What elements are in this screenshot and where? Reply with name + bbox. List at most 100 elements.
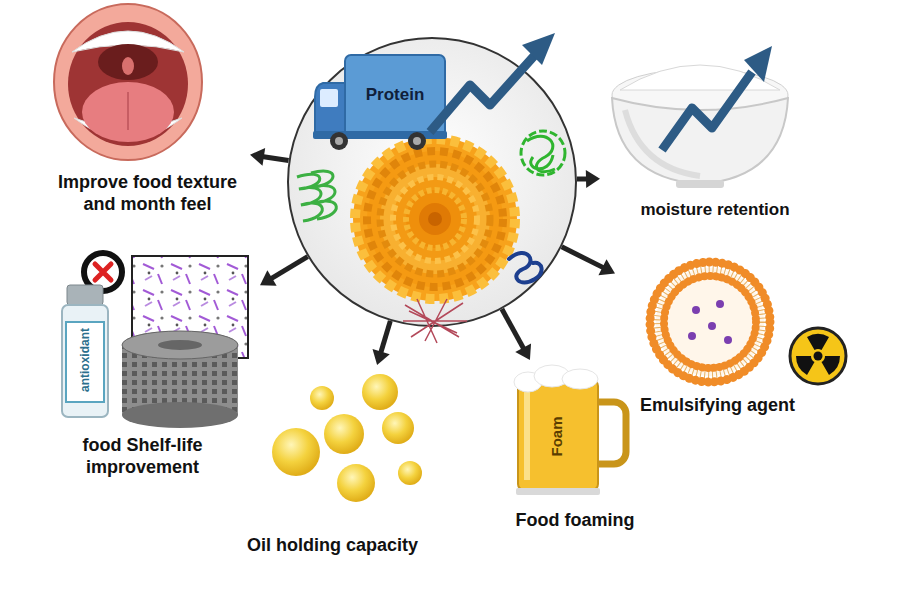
shelf-life-illustration <box>62 253 248 428</box>
liposome-illustration-part <box>657 269 763 375</box>
fibers <box>403 299 467 343</box>
function-node: Improve food texture and month feel <box>45 0 250 245</box>
liposome-illustration-part <box>688 332 696 340</box>
connector-arrow <box>502 309 531 360</box>
protein-globule-part <box>527 136 555 171</box>
radiation-symbol-part <box>796 356 815 375</box>
protein-truck-part <box>345 55 445 137</box>
mouth-illustration-part <box>127 92 129 130</box>
oil-droplets-illustration-part <box>272 428 320 476</box>
protein-truck-part <box>335 137 343 145</box>
liposome-illustration-part <box>716 300 724 308</box>
fibers-part <box>403 299 467 343</box>
beer-mug-illustration <box>514 365 626 495</box>
mouth-illustration-part <box>68 22 188 146</box>
flower-part <box>367 151 503 287</box>
flower-part <box>428 212 442 226</box>
rice-bowl-illustration-part <box>744 46 772 82</box>
oil-droplets-illustration-part <box>382 412 414 444</box>
protein-truck-part <box>320 89 338 107</box>
radiation-symbol-part <box>822 356 841 375</box>
shelf-life-illustration-part <box>67 285 103 305</box>
function-label: Improve food texture and month feel <box>55 172 240 215</box>
mouth-illustration-part <box>98 44 158 80</box>
hub-circle <box>288 38 576 326</box>
rice-bowl-illustration-part <box>662 72 752 150</box>
hub-circle-node: Protein <box>287 37 577 327</box>
liposome-illustration-part <box>664 276 756 368</box>
function-node: Emulsifying agent <box>615 255 855 425</box>
function-label: Food foaming <box>495 510 655 532</box>
radiation-symbol-part <box>814 352 823 361</box>
liposome-illustration-part <box>724 336 732 344</box>
protein-helix <box>297 171 336 221</box>
connector-arrow-part <box>598 259 615 275</box>
trend-arrow-part <box>430 56 534 132</box>
radiation-symbol-part <box>807 334 829 350</box>
protein-truck-part <box>408 132 426 150</box>
beer-mug-illustration-part <box>562 369 598 389</box>
protein-truck-part <box>315 83 345 137</box>
oil-droplets-illustration <box>272 374 422 502</box>
vial-label: antioxidant <box>78 328 92 392</box>
hub-circle-part <box>288 38 576 326</box>
beer-mug-illustration-part <box>524 392 530 480</box>
mouth-illustration-part <box>54 4 202 160</box>
mouth-illustration <box>54 4 202 160</box>
connector-arrow <box>373 321 391 365</box>
function-label: food Shelf-life improvement <box>55 435 230 478</box>
beer-mug-illustration-part <box>598 402 626 464</box>
mug-label: Foam <box>547 416 564 456</box>
protein-coil-part <box>509 253 542 283</box>
shelf-life-illustration-part <box>95 264 111 280</box>
hub-illustration <box>287 37 577 327</box>
function-label: Oil holding capacity <box>220 535 445 557</box>
function-label: moisture retention <box>610 200 820 220</box>
function-node: moisture retention <box>600 15 830 230</box>
liposome-illustration-part <box>708 322 716 330</box>
flower-part <box>355 139 515 299</box>
protein-coil <box>509 253 542 283</box>
connector-arrow-part <box>586 170 600 188</box>
function-node: Food foaming <box>495 360 655 540</box>
rice-bowl-illustration-part <box>676 180 724 188</box>
liposome-illustration-part <box>692 306 700 314</box>
radiation-symbol <box>790 328 846 384</box>
oil-droplets-illustration-part <box>398 461 422 485</box>
protein-truck-part <box>330 132 348 150</box>
flower-part <box>393 177 477 261</box>
connector-arrow <box>250 148 289 166</box>
protein-helix-part <box>297 174 322 221</box>
connector-arrow-part <box>502 309 524 349</box>
connector-arrow-part <box>250 148 265 166</box>
connector-arrow-part <box>262 156 289 160</box>
connector-arrow <box>577 170 600 188</box>
beer-mug-illustration-part <box>518 380 598 490</box>
shelf-life-illustration-part <box>122 331 238 359</box>
connector-arrow-part <box>270 257 307 279</box>
connector-arrow-part <box>562 247 605 268</box>
connector-arrow <box>562 247 615 275</box>
oil-droplets-illustration-part <box>337 464 375 502</box>
liposome-illustration-part <box>650 262 770 382</box>
flower-part <box>419 203 451 235</box>
connector-arrow <box>260 257 308 286</box>
protein-truck <box>313 55 447 150</box>
flower-part <box>353 137 517 301</box>
beer-mug-illustration-part <box>516 488 600 495</box>
protein-globule-part <box>521 131 565 175</box>
connector-arrow-part <box>260 270 277 285</box>
mouth-illustration-part <box>122 57 134 75</box>
oil-droplets-illustration-part <box>310 386 334 410</box>
shelf-life-illustration-part <box>158 340 202 350</box>
radiation-symbol-part <box>790 328 846 384</box>
trend-arrow <box>430 33 555 132</box>
protein-helix-part <box>311 171 336 219</box>
function-label: Emulsifying agent <box>615 395 820 417</box>
flower-part <box>380 164 490 274</box>
shelf-life-illustration-part <box>66 322 104 402</box>
connector-arrow-part <box>381 321 391 354</box>
trend-arrow-part <box>522 33 555 65</box>
connector-arrow-part <box>515 343 531 360</box>
